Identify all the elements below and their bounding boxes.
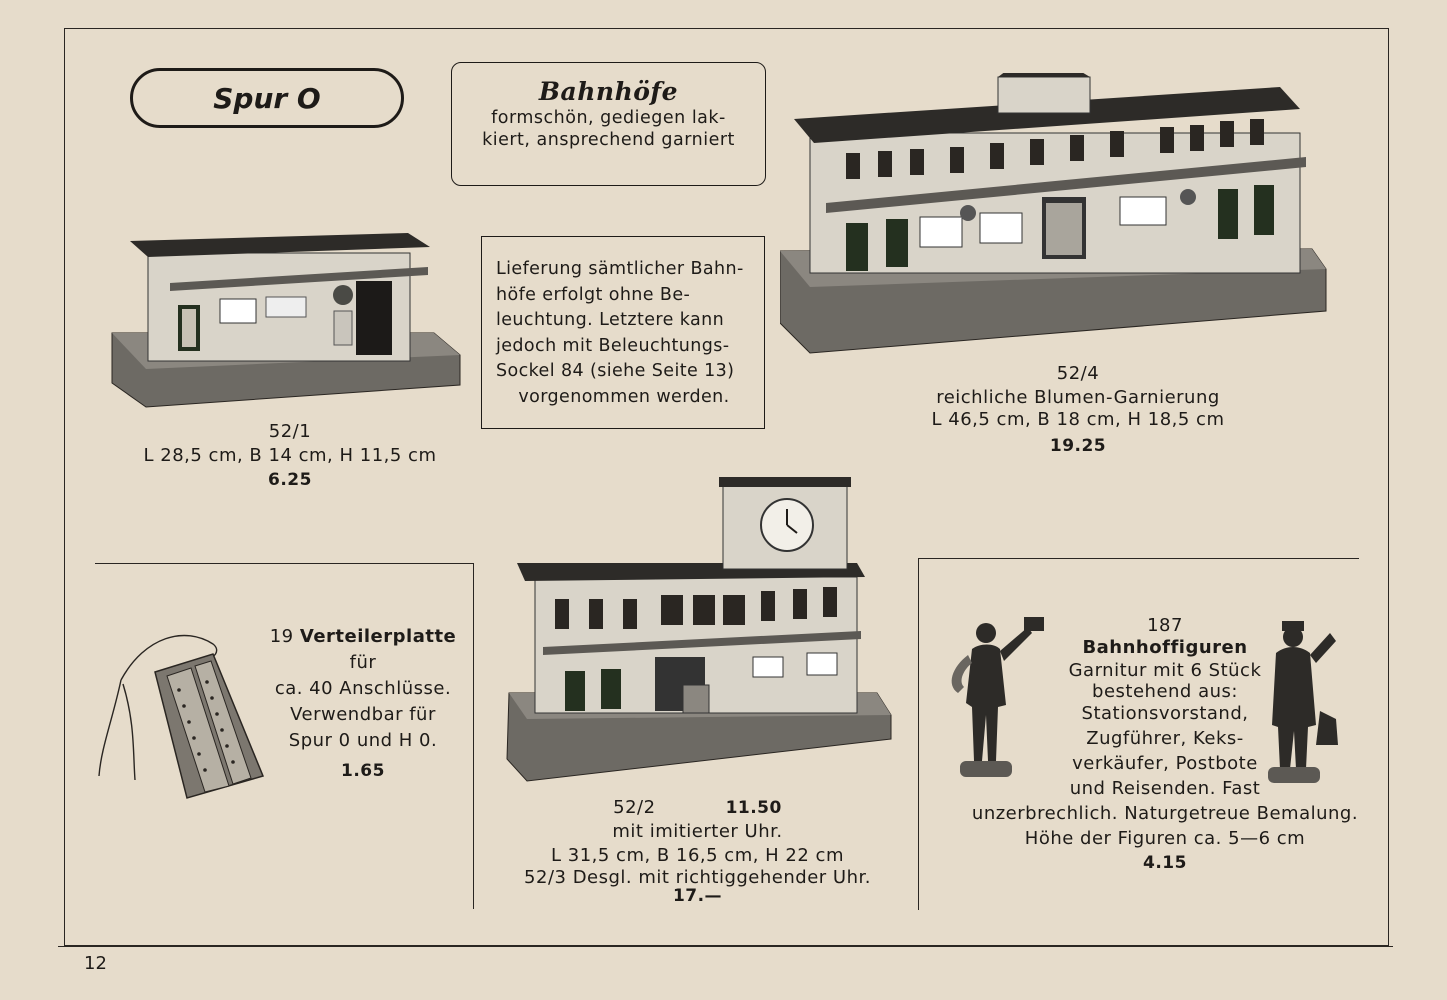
notice-line: jedoch mit Beleuchtungs-: [496, 335, 730, 356]
product-52-2-caption: 52/2 11.50 mit imitierter Uhr. L 31,5 cm,…: [500, 796, 895, 906]
product-price: 6.25: [268, 470, 312, 490]
product-line: und Reisenden. Fast: [1069, 778, 1261, 799]
product-price: 1.65: [341, 761, 385, 781]
station-52-4-illustration: [780, 73, 1327, 354]
product-line: bestehend aus:: [1092, 681, 1238, 702]
notice-line: leuchtung. Letztere kann: [496, 310, 725, 330]
product-price: 19.25: [1049, 436, 1107, 456]
product-price: 4.15: [1143, 853, 1187, 873]
station-52-1-illustration: [111, 233, 461, 408]
product-52-1-caption: 52/1 L 28,5 cm, B 14 cm, H 11,5 cm 6.25: [90, 420, 490, 492]
gauge-label: Spur O: [213, 81, 321, 115]
product-name: Bahnhoffiguren: [1082, 637, 1248, 658]
product-feature: mit imitierter Uhr.: [612, 821, 783, 842]
notice-line: vorgenommen werden.: [518, 386, 730, 407]
notice-box: Lieferung sämtlicher Bahn- höfe erfolgt …: [481, 236, 765, 429]
product-number: 187: [1147, 615, 1183, 636]
gauge-label-box: Spur O: [130, 68, 404, 128]
product-line: für: [349, 652, 377, 673]
product-name: Verteilerplatte: [299, 626, 457, 647]
product-feature: reichliche Blumen-Garnierung: [936, 387, 1220, 408]
notice-line: Lieferung sämtlicher Bahn-: [496, 259, 744, 279]
product-line: unzerbrechlich. Naturgetreue Bemalung.: [971, 803, 1359, 824]
product-line: ca. 40 Anschlüsse.: [274, 678, 452, 699]
product-19-caption: 19 Verteilerplatte für ca. 40 Anschlüsse…: [258, 624, 468, 784]
product-line: Höhe der Figuren ca. 5—6 cm: [1024, 828, 1306, 849]
category-header-box: Bahnhöfe formschön, gediegen lak- kiert,…: [451, 62, 766, 186]
product-dimensions: L 31,5 cm, B 16,5 cm, H 22 cm: [551, 845, 844, 866]
product-number: 52/4: [1056, 363, 1100, 384]
distributor-plate-illustration: [98, 634, 265, 799]
product-line: verkäufer, Postbote: [1072, 753, 1258, 774]
page-frame: [64, 28, 1389, 946]
product-dimensions: L 28,5 cm, B 14 cm, H 11,5 cm: [143, 445, 437, 466]
product-52-4-caption: 52/4 reichliche Blumen-Garnierung L 46,5…: [878, 362, 1278, 458]
product-number: 19: [269, 626, 294, 647]
product-line: Spur 0 und H 0.: [288, 730, 438, 751]
product-dimensions: L 46,5 cm, B 18 cm, H 18,5 cm: [931, 409, 1225, 430]
section-divider-right: [918, 558, 1359, 559]
product-variant-price: 17.—: [672, 886, 723, 906]
figure-conductor: [1268, 621, 1338, 783]
product-line: Verwendbar für: [290, 704, 436, 725]
station-figures-illustration: [951, 617, 1338, 783]
category-subtitle-line-1: formschön, gediegen lak-: [491, 108, 726, 128]
product-number: 52/2: [613, 797, 656, 818]
notice-line: Sockel 84 (siehe Seite 13): [496, 361, 735, 381]
page-number: 12: [84, 953, 107, 974]
product-line: Zugführer, Keks-: [1086, 728, 1244, 749]
category-subtitle-line-2: kiert, ansprechend garniert: [482, 130, 735, 150]
station-52-2-illustration: [506, 477, 892, 782]
notice-line: höfe erfolgt ohne Be-: [496, 284, 691, 305]
product-price: 11.50: [725, 798, 782, 818]
section-divider-right-vertical: [918, 558, 919, 910]
product-187-caption: 187 Bahnhoffiguren Garnitur mit 6 Stück …: [955, 613, 1375, 876]
section-divider-left-vertical: [473, 563, 474, 909]
bottom-rule: [58, 946, 1393, 947]
product-variant: 52/3 Desgl. mit richtiggehender Uhr.: [524, 867, 871, 888]
product-number: 52/1: [268, 421, 312, 442]
product-line: Stationsvorstand,: [1081, 703, 1249, 724]
product-line: Garnitur mit 6 Stück: [1068, 660, 1262, 681]
category-title: Bahnhöfe: [538, 77, 679, 106]
section-divider-left: [95, 563, 473, 564]
figure-stationmaster: [951, 617, 1044, 777]
